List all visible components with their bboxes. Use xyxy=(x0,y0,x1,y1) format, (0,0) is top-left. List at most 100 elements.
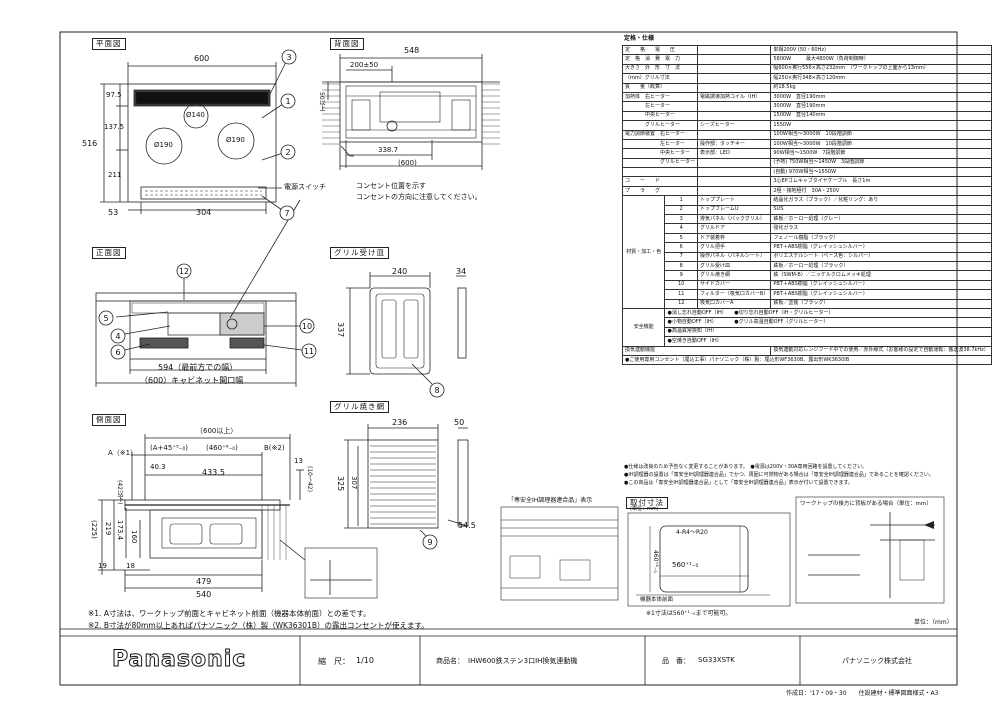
spec-cell: 中央ヒーター xyxy=(621,148,699,159)
spec-row: 左ヒーター 3000W 直径190mm xyxy=(621,101,992,112)
spec-row: （mm）グリル寸法 幅250×奥行348×高さ120mm xyxy=(621,73,992,84)
dim-side-460: (460⁺⁶₋₀) xyxy=(206,444,238,452)
spec-row: 加熱体 右ヒーター電磁誘導加熱コイル（IH）3000W 直径190mm xyxy=(621,91,992,103)
dim-net-325: 325 xyxy=(336,476,345,492)
spec-cell: 電力調節装置 右ヒーター xyxy=(621,129,699,140)
material-desc: 鉄板／塗装（ブラック） xyxy=(770,298,992,309)
rear-outlet-note-1: コンセント位置を示す xyxy=(356,182,426,190)
view-label-mount: 取付寸法 xyxy=(626,497,668,509)
spec-cell xyxy=(697,82,772,93)
spec-cell: 左ヒーター xyxy=(621,101,699,112)
dim-receiver-337: 337 xyxy=(336,322,345,338)
spec-cell: （mm）グリル寸法 xyxy=(621,73,699,84)
note-line: ●仕様は改良のため予告なく変更することがあります。 ●電源は200V・30A専用… xyxy=(624,464,868,470)
material-desc: PBT＋ABS樹脂（グレイッシュシルバー） xyxy=(770,242,992,253)
ih-note-title: 「専安全IH調理器連合品」表示 xyxy=(508,497,593,504)
spec-cell xyxy=(697,101,772,112)
spec-cell: 大きさ 外 形 寸 法 xyxy=(621,63,699,75)
scale-label: 縮 尺： xyxy=(318,657,350,666)
mount-unit: (単位：mm) xyxy=(630,506,659,512)
spec-row: 質 量（概算）約18.5kg xyxy=(621,82,992,93)
material-desc: フェノール樹脂（ブラック） xyxy=(770,232,992,244)
vent-desc: 換気連動対応レンジフード中での使用／赤外線式（お客様の設定で自動運転：搬送波38… xyxy=(770,345,992,356)
view-label-side: 側面図 xyxy=(92,414,126,426)
spec-cell: 幅250×奥行348×高さ120mm xyxy=(770,73,992,84)
material-part: 排気パネル（バックグリル） xyxy=(697,214,772,225)
view-label-plan: 平面図 xyxy=(92,38,126,50)
product-name: IHW600鉄ステン3口IH換気連動機 xyxy=(468,657,578,665)
material-desc: 結晶化ガラス（ブラック）／化粧リング：あり xyxy=(770,195,992,206)
spec-cell: (予熱) 750W相当〜1450W 3段階調節 xyxy=(770,157,992,169)
dim-side-160: 160 xyxy=(130,530,138,544)
mount-460: 460⁺¹₋₀ xyxy=(652,550,659,573)
dim-side-42: (42以下) xyxy=(116,480,123,505)
materials-group-label: 材質・加工・色 xyxy=(621,195,666,309)
spec-title: 定格・仕様 xyxy=(624,35,655,42)
view-label-front: 正面図 xyxy=(92,247,126,259)
spec-cell: グリルヒーター xyxy=(621,120,699,131)
spec-cell: プ ラ グ xyxy=(621,185,699,197)
svg-text:9: 9 xyxy=(427,538,432,547)
spec-cell xyxy=(697,73,772,84)
spec-cell xyxy=(697,176,772,187)
dim-side-173-4: 173.4 xyxy=(116,520,124,541)
spec-cell xyxy=(697,63,772,75)
spec-cell xyxy=(697,185,772,197)
material-no: 7 xyxy=(664,251,699,263)
spec-row: 定 格 電 圧単相200V (50・60Hz) xyxy=(621,44,992,56)
mount-footnote: ※1寸法は560⁺¹₋₀まで可能可。 xyxy=(646,610,732,617)
dim-front-cabinet: （600）キャビネット開口幅 xyxy=(140,376,244,385)
spec-row: プ ラ グ 2極・接地極付 30A・250V xyxy=(621,185,992,197)
model-label: 品 番： xyxy=(662,657,690,665)
safety-row: ●小物自動OFF（IH） ●グリル高温自動OFF（グリルヒーター） xyxy=(623,317,992,328)
material-desc: SUS xyxy=(770,204,992,216)
svg-text:8: 8 xyxy=(434,386,439,395)
svg-text:5: 5 xyxy=(103,314,108,323)
dim-plan-53: 53 xyxy=(108,208,119,217)
svg-text:6: 6 xyxy=(115,348,120,357)
spec-cell: 2極・接地極付 30A・250V xyxy=(770,185,992,197)
material-part: ドア装着枠 xyxy=(697,232,772,244)
svg-text:7: 7 xyxy=(284,209,289,218)
spec-cell: 単相200V (50・60Hz) xyxy=(770,44,992,56)
dim-net-54-5: 54.5 xyxy=(458,521,476,530)
brand-logo: Panasonic xyxy=(111,647,247,673)
spec-cell: 3000W 直径190mm xyxy=(770,91,992,103)
spec-cell: 90W相当〜1500W 7段階調節 xyxy=(770,148,992,159)
dim-side-10-42: (10〜42) xyxy=(306,466,313,492)
dim-rear-338: 338.7 xyxy=(378,146,399,154)
dim-side-540: 540 xyxy=(196,590,212,599)
material-part: 操作パネル（パネルシート） xyxy=(697,251,772,263)
material-part: グリルドア xyxy=(697,223,772,234)
footnote-1: ※1. A寸法は、ワークトップ前面とキャビネット前面（機器本体前面）との差です。 xyxy=(88,609,371,618)
spec-cell: グリルヒーター xyxy=(621,157,699,169)
safety-item: ●空焼き自動OFF（IH） xyxy=(664,336,992,347)
dim-side-433-5: 433.5 xyxy=(202,468,225,477)
dim-rear-600: (600) xyxy=(398,159,417,167)
spec-cell xyxy=(697,54,772,65)
safety-group-label: 安全機能 xyxy=(621,307,666,347)
spec-cell: 約18.5kg xyxy=(770,82,992,93)
material-no: 2 xyxy=(664,204,699,216)
spec-row: (自動) 970W相当〜1550W xyxy=(621,167,992,178)
svg-text:11: 11 xyxy=(304,347,314,356)
dim-front-594: 594（最前方での幅） xyxy=(158,363,238,372)
dim-side-219: 219 xyxy=(104,522,112,536)
spec-cell xyxy=(697,129,772,140)
footnote-2: ※2. B寸法が80mm以上あればパナソニック（株）製（WK36301B）の露出… xyxy=(88,621,429,630)
vent-label: 換気連動機能 xyxy=(621,345,772,356)
safety-row: ●高温異常検知（IH） xyxy=(623,326,992,338)
spec-cell: 3000W 直径190mm xyxy=(770,101,992,112)
material-no: 3 xyxy=(664,214,699,225)
material-part: グリル焼き網 xyxy=(697,270,772,281)
